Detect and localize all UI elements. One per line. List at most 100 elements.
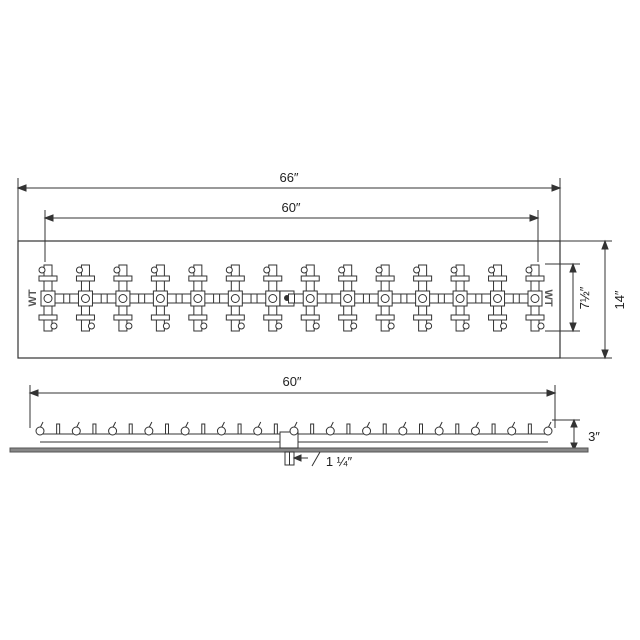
manifold-connector xyxy=(400,293,408,304)
burner-unit xyxy=(338,264,370,332)
manifold-connector xyxy=(325,293,333,304)
side-post xyxy=(527,423,532,435)
side-nozzle-unit xyxy=(35,421,61,436)
burner-unit xyxy=(113,264,146,332)
end-mark-right: WT xyxy=(542,289,554,306)
burner-nozzle xyxy=(87,322,95,330)
burner-nozzle xyxy=(162,322,170,330)
burner-unit xyxy=(375,264,408,332)
side-nozzle-unit xyxy=(216,421,242,436)
side-nozzle-body xyxy=(71,426,81,436)
side-nozzle-body xyxy=(108,426,118,436)
burner-nozzle xyxy=(275,322,283,330)
burner-nozzle xyxy=(312,322,320,330)
burner-arm-bottom xyxy=(338,314,358,321)
side-nozzle-unit xyxy=(144,421,169,436)
burner-arm-top xyxy=(525,275,545,282)
burner-hub-ring xyxy=(530,294,540,303)
burner-nozzle xyxy=(500,322,508,330)
side-nozzle-body xyxy=(507,426,517,436)
burner-arm-bottom xyxy=(188,314,208,321)
burner-arm-top xyxy=(488,275,508,282)
side-nozzle-body xyxy=(470,426,480,436)
manifold-connector xyxy=(213,293,221,304)
side-dim-3-label: 3″ xyxy=(588,429,600,444)
burner-arm-bottom xyxy=(113,314,133,321)
side-post xyxy=(237,423,242,435)
burner-nozzle xyxy=(338,266,346,274)
burner-arm-top xyxy=(225,275,245,282)
side-post xyxy=(128,423,133,435)
side-dim-60-arrow-left xyxy=(28,389,39,397)
side-nozzle-body xyxy=(398,426,408,436)
burner-nozzle xyxy=(38,266,46,274)
burner-unit xyxy=(488,264,520,332)
dim-7half-arrow-top xyxy=(569,262,577,273)
side-post xyxy=(382,423,387,435)
side-post xyxy=(165,423,169,435)
burner-arm-top xyxy=(263,275,283,282)
burner-nozzle xyxy=(237,322,245,330)
burner-arm-bottom xyxy=(263,314,283,321)
side-nozzle-body xyxy=(289,426,299,436)
burner-unit xyxy=(188,264,221,332)
burner-arm-top xyxy=(413,275,433,282)
burner-arm-top xyxy=(75,275,95,282)
side-post xyxy=(201,423,206,435)
side-nozzle-unit xyxy=(398,421,423,436)
burner-hub-ring xyxy=(418,294,428,303)
burner-arm-top xyxy=(375,275,395,282)
manifold-connector xyxy=(512,293,520,304)
burner-nozzle xyxy=(300,266,308,274)
burner-unit xyxy=(525,264,545,332)
manifold-connector xyxy=(250,293,258,304)
burner-hub-ring xyxy=(230,294,240,303)
side-dim-3-arrow-top xyxy=(570,418,578,428)
dim-66-arrow-right xyxy=(551,184,562,192)
burner-nozzle xyxy=(537,322,545,330)
dim-60-label: 60″ xyxy=(281,200,300,215)
burner-arm-bottom xyxy=(150,314,170,321)
side-dim-60-arrow-right xyxy=(546,389,557,397)
side-nozzle-unit xyxy=(180,421,206,436)
burner-nozzle xyxy=(462,322,470,330)
side-dim-3-arrow-bottom xyxy=(570,442,578,452)
burner-nozzle xyxy=(200,322,208,330)
side-post xyxy=(92,423,97,435)
side-nozzle-unit xyxy=(434,421,460,436)
side-nozzle-body xyxy=(180,426,190,436)
inlet-size-label: 1 ¼″ xyxy=(326,454,353,469)
top-view xyxy=(16,178,612,360)
dim-66-arrow-left xyxy=(16,184,27,192)
burner-arm-bottom xyxy=(450,314,470,321)
burner-arm-bottom xyxy=(525,314,545,321)
side-nozzle-unit xyxy=(362,421,387,436)
side-nozzle-unit xyxy=(253,421,278,436)
burner-hub-ring xyxy=(118,294,128,303)
burner-nozzle xyxy=(413,266,421,274)
side-nozzle-unit xyxy=(71,421,97,436)
side-nozzle-body xyxy=(325,426,335,436)
side-nozzle-unit xyxy=(289,421,315,436)
side-nozzles xyxy=(35,421,553,436)
side-nozzle-body xyxy=(543,426,553,436)
manifold-connector xyxy=(63,293,71,304)
burner-nozzle xyxy=(263,266,271,274)
side-nozzle-body xyxy=(253,426,263,436)
burner-unit xyxy=(75,264,108,332)
dim-14-arrow-top xyxy=(601,239,609,250)
burner-unit xyxy=(450,264,483,332)
side-nozzle-unit xyxy=(108,421,133,436)
burner-arm-top xyxy=(113,275,133,282)
burner-unit xyxy=(300,264,333,332)
side-post xyxy=(419,423,423,435)
burner-nozzle xyxy=(75,266,83,274)
burner-hub-ring xyxy=(493,294,503,303)
burner-unit xyxy=(38,264,71,332)
burner-hub-ring xyxy=(455,294,465,303)
manifold-connector xyxy=(100,293,108,304)
inlet-dim-arrow xyxy=(292,454,302,462)
burner-arm-bottom xyxy=(413,314,433,321)
side-post xyxy=(491,423,496,435)
